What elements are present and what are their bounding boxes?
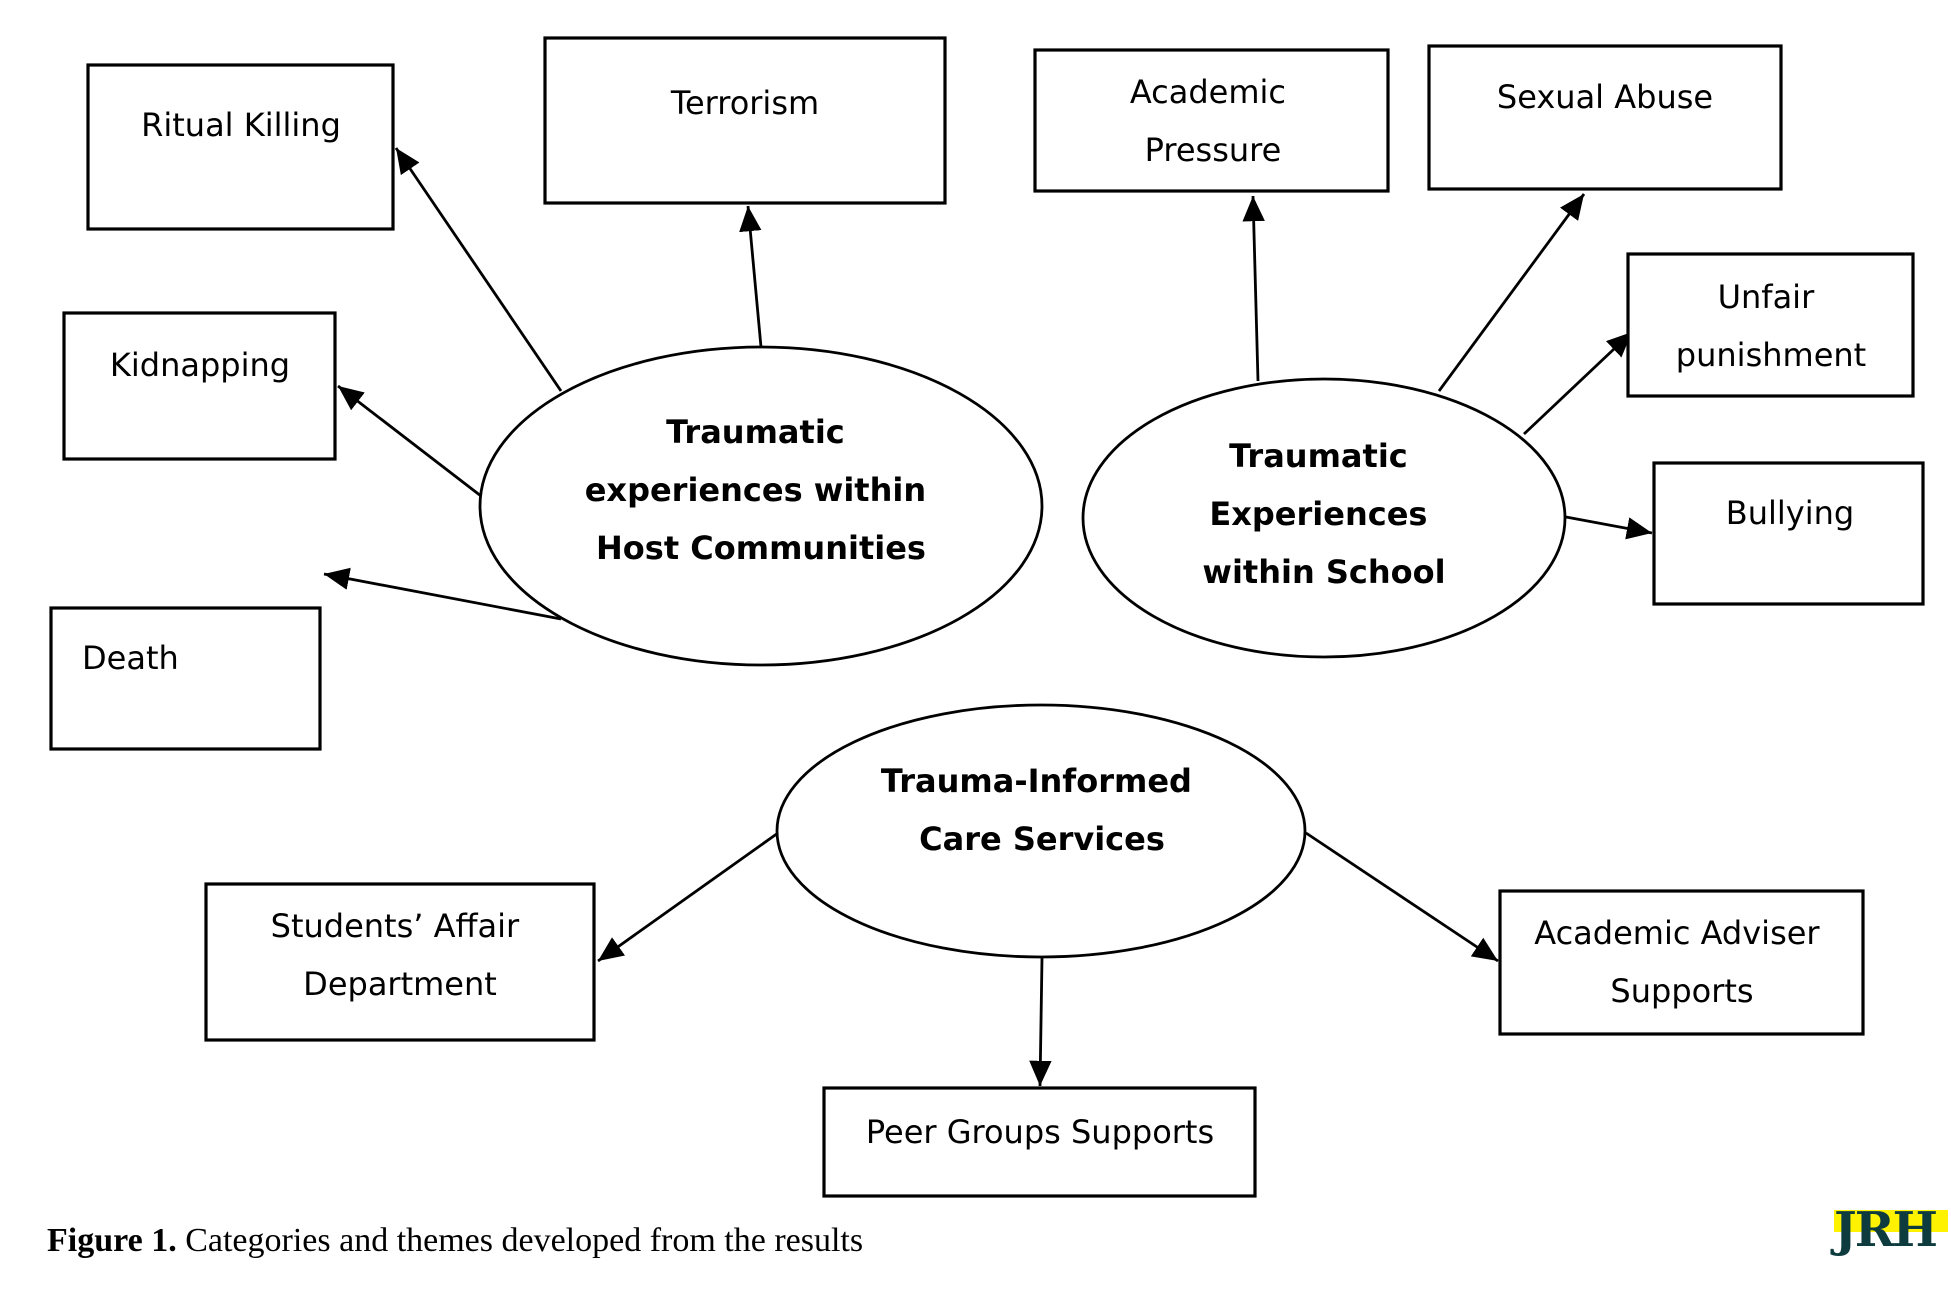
concept-diagram: Traumatic experiences within Host Commun…	[49, 36, 1925, 1198]
theme-label: Traumatic experiences within Host Commun…	[585, 413, 938, 567]
edge-care-to-students	[597, 831, 779, 963]
category-bullying: Bullying	[1652, 461, 1925, 606]
category-kidnapping: Kidnapping	[62, 311, 337, 461]
category-death: Death	[49, 606, 322, 751]
edge-school-to-academic	[1242, 195, 1265, 382]
caption-text: Categories and themes developed from the…	[176, 1222, 864, 1259]
edge-school-to-sexual	[1437, 193, 1586, 392]
category-unfair-punishment: Unfair punishment	[1626, 252, 1915, 398]
category-academic-pressure: Academic Pressure	[1033, 48, 1390, 193]
category-ritual-killing: Ritual Killing	[86, 63, 395, 231]
theme-label: Trauma-Informed Care Services	[881, 762, 1203, 858]
category-label: Academic Pressure	[1130, 73, 1296, 169]
category-box	[822, 1086, 1257, 1198]
category-label: Peer Groups Supports	[866, 1113, 1214, 1151]
category-box	[49, 606, 322, 751]
edge-care-to-adviser	[1305, 831, 1499, 963]
category-label: Terrorism	[670, 84, 819, 122]
category-box	[62, 311, 337, 461]
category-box	[1498, 889, 1865, 1036]
edge-host-to-kidnap	[337, 384, 482, 498]
theme-host-communities: Traumatic experiences within Host Commun…	[478, 345, 1044, 667]
logo-text: JRH	[1834, 1202, 1938, 1258]
category-label: Ritual Killing	[141, 106, 341, 144]
category-label: Kidnapping	[110, 346, 290, 384]
journal-logo: JRH	[1834, 1202, 1948, 1258]
category-label: Academic Adviser Supports	[1534, 914, 1830, 1010]
edge-host-to-terror	[739, 205, 763, 348]
category-label: Students’ Affair Department	[271, 907, 530, 1003]
edge-host-to-death	[323, 567, 562, 621]
category-box	[1427, 44, 1783, 191]
category-box	[1652, 461, 1925, 606]
edges	[323, 147, 1653, 1087]
category-peer-groups: Peer Groups Supports	[822, 1086, 1257, 1198]
category-sexual-abuse: Sexual Abuse	[1427, 44, 1783, 191]
category-students-affair: Students’ Affair Department	[204, 882, 596, 1042]
caption-label: Figure 1.	[47, 1222, 177, 1259]
category-box	[543, 36, 947, 205]
category-label: Bullying	[1726, 494, 1854, 532]
figure-caption: Figure 1. Categories and themes develope…	[47, 1222, 863, 1260]
theme-ellipse	[1081, 377, 1567, 659]
category-box	[204, 882, 596, 1042]
edge-host-to-ritual	[394, 147, 563, 392]
category-label: Death	[82, 639, 179, 677]
logo-band	[1834, 1210, 1948, 1232]
edge-school-to-bully	[1565, 515, 1653, 540]
category-box	[1033, 48, 1390, 193]
category-box	[1626, 252, 1915, 398]
category-box	[86, 63, 395, 231]
edge-care-to-peer	[1029, 957, 1052, 1087]
theme-ellipse	[775, 703, 1307, 959]
theme-label: Traumatic Experiences within School	[1202, 437, 1445, 591]
category-terrorism: Terrorism	[543, 36, 947, 205]
theme-care-services: Trauma-Informed Care Services	[775, 703, 1307, 959]
theme-within-school: Traumatic Experiences within School	[1081, 377, 1567, 659]
category-academic-adviser: Academic Adviser Supports	[1498, 889, 1865, 1036]
category-label: Unfair punishment	[1676, 278, 1866, 374]
theme-ellipse	[478, 345, 1044, 667]
category-label: Sexual Abuse	[1497, 78, 1713, 116]
edge-school-to-unfair	[1523, 330, 1633, 436]
